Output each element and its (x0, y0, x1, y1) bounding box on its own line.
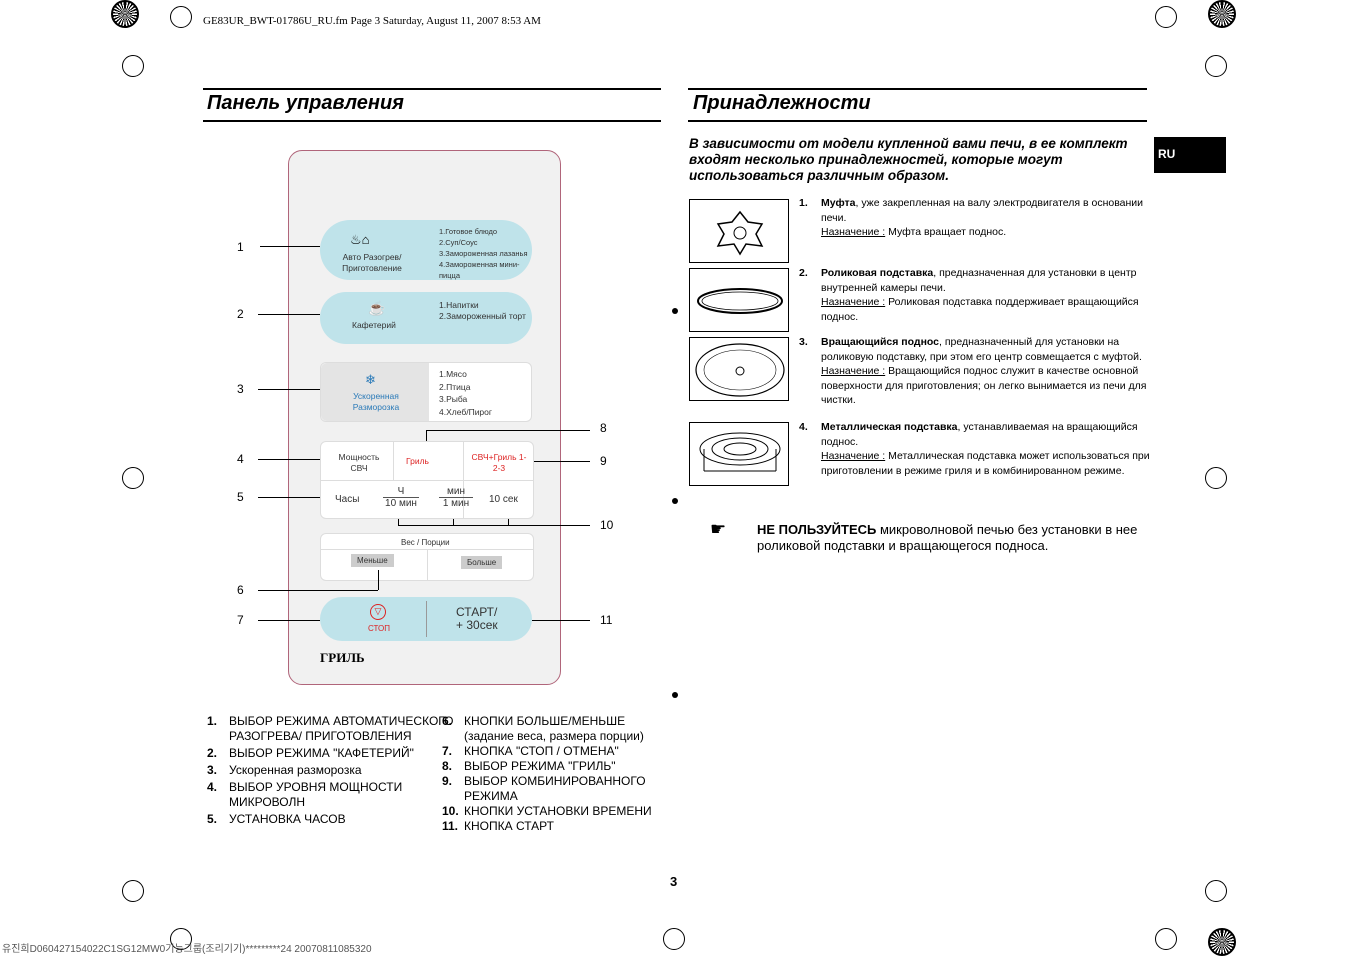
callout-line (532, 620, 590, 621)
callout-line (534, 461, 590, 462)
ten-seconds-button[interactable]: 10 сек (489, 494, 518, 505)
accessory-2: 2.Роликовая подставка, предназначенная д… (799, 267, 1139, 323)
legend-list-left: 1.ВЫБОР РЕЖИМА АВТОМАТИЧЕСКОГО РАЗОГРЕВА… (207, 714, 454, 826)
steam-pot-icon: ♨⌂ (350, 232, 370, 247)
callout-line (453, 519, 454, 525)
callout-line (426, 430, 590, 431)
callout-line (398, 519, 399, 525)
language-tab: RU (1154, 137, 1226, 173)
less-button[interactable]: Меньше (351, 554, 394, 567)
callout-line (258, 459, 320, 460)
callout-line (260, 246, 320, 247)
registration-mark (170, 928, 192, 950)
callout-5: 5 (237, 490, 244, 504)
pointing-hand-icon: ☛ (710, 519, 727, 539)
fold-dot (672, 308, 678, 314)
color-target-mark (1208, 0, 1236, 28)
grill-button[interactable]: Гриль (406, 456, 429, 466)
power-button[interactable]: Мощность СВЧ (338, 452, 380, 473)
callout-9: 9 (600, 454, 607, 468)
callout-4: 4 (237, 452, 244, 466)
page-number: 3 (670, 874, 678, 889)
callout-line (258, 314, 320, 315)
brand-label: ГРИЛЬ (320, 650, 365, 665)
defrost-label: Ускоренная Разморозка (352, 391, 400, 412)
clock-button[interactable]: Часы (335, 494, 360, 505)
intro-text: В зависимости от модели купленной вами п… (689, 136, 1128, 183)
file-header: GE83UR_BWT-01786U_RU.fm Page 3 Saturday,… (203, 15, 541, 27)
registration-mark (1155, 928, 1177, 950)
accessory-4: 4.Металлическая подставка, устанавливаем… (799, 421, 1150, 477)
registration-mark (1155, 6, 1177, 28)
accessory-3: 3.Вращающийся поднос, предназначенный дл… (799, 336, 1147, 406)
page-title: Панель управления (207, 92, 404, 114)
metal-rack-image (689, 422, 789, 486)
callout-line (258, 590, 378, 591)
legend-list-right: 6.КНОПКИ БОЛЬШЕ/МЕНЬШЕ (задание веса, ра… (442, 714, 652, 833)
coupler-image (689, 199, 789, 263)
callout-line (258, 620, 320, 621)
callout-line (508, 519, 509, 525)
registration-mark (1205, 55, 1227, 77)
callout-8: 8 (600, 421, 607, 435)
weight-section: Вес / Порции Меньше Больше (320, 533, 534, 581)
callout-line (398, 525, 590, 526)
color-target-mark (111, 0, 139, 28)
callout-line (426, 430, 427, 441)
warning-note: НЕ ПОЛЬЗУЙТЕСЬ микроволновой печью без у… (757, 522, 1138, 553)
more-button[interactable]: Больше (461, 556, 503, 569)
roller-ring-image (689, 268, 789, 332)
section-title: Принадлежности (693, 92, 871, 114)
callout-line (258, 497, 320, 498)
combo-button[interactable]: СВЧ+Гриль 1-2-3 (471, 452, 527, 473)
registration-mark (1205, 880, 1227, 902)
registration-mark (1205, 467, 1227, 489)
print-footer: 유진희D060427154022C1SG12MW0기능그룹(조리기기)*****… (2, 944, 372, 955)
cup-icon: ☕ (368, 300, 386, 316)
registration-mark (122, 880, 144, 902)
callout-6: 6 (237, 583, 244, 597)
stop-start-row: ▽ СТОП СТАРТ/+ 30сек (320, 597, 532, 641)
weight-label: Вес / Порции (401, 538, 450, 547)
registration-mark (170, 6, 192, 28)
defrost-button[interactable]: ❄ Ускоренная Разморозка (321, 363, 429, 421)
title-rule (688, 120, 1147, 122)
fold-dot (672, 692, 678, 698)
turntable-image (689, 337, 789, 401)
callout-line (378, 570, 379, 590)
callout-3: 3 (237, 382, 244, 396)
title-rule (688, 88, 1147, 90)
title-rule (203, 88, 661, 90)
fold-dot (672, 498, 678, 504)
auto-cook-button[interactable]: ♨⌂ Авто Разогрев/ Приготовление 1.Готово… (320, 220, 532, 280)
callout-7: 7 (237, 613, 244, 627)
mode-time-section: Мощность СВЧ Гриль СВЧ+Гриль 1-2-3 Часы … (320, 441, 534, 519)
registration-mark (663, 928, 685, 950)
color-target-mark (1208, 928, 1236, 956)
callout-10: 10 (600, 518, 614, 532)
title-rule (203, 120, 661, 122)
start-button[interactable]: СТАРТ/+ 30сек (456, 605, 498, 632)
callout-2: 2 (237, 307, 244, 321)
auto-label: Авто Разогрев/ Приготовление (342, 252, 402, 273)
registration-mark (122, 467, 144, 489)
accessory-1: 1.Муфта, уже закрепленная на валу электр… (799, 197, 1144, 238)
registration-mark (122, 55, 144, 77)
callout-line (258, 389, 320, 390)
cafe-label: Кафетерий (352, 320, 396, 330)
stop-button[interactable]: СТОП (368, 624, 391, 633)
snowflake-drop-icon: ❄ (365, 372, 376, 387)
callout-11: 11 (600, 613, 613, 627)
callout-1: 1 (237, 240, 244, 254)
stop-icon: ▽ (370, 604, 386, 620)
